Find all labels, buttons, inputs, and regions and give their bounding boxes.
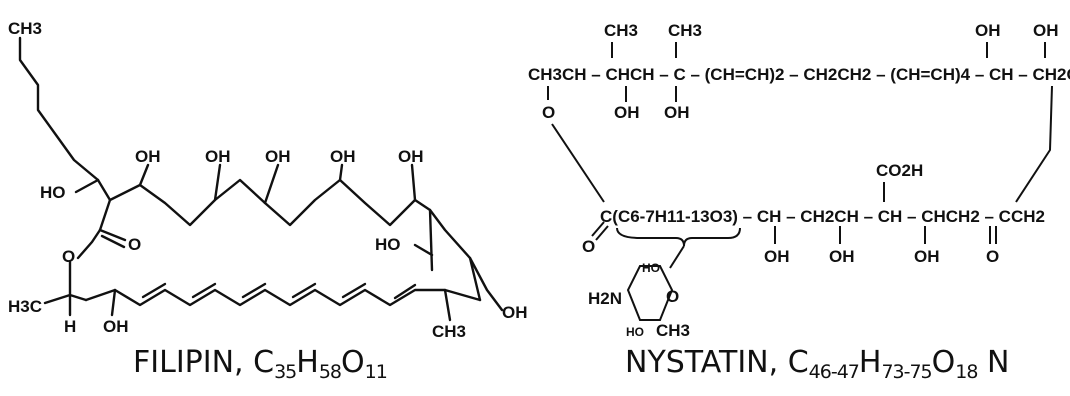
nystatin-oh-top1: OH [975, 21, 1001, 40]
filipin-oh-2: OH [205, 147, 231, 166]
bond-right-side [428, 208, 434, 272]
filipin-h3c: H3C [8, 297, 42, 316]
filipin-ho-left: HO [40, 183, 66, 202]
bond-oh5 [410, 163, 417, 202]
filipin-polyene [84, 288, 482, 307]
nystatin-top-chain: CH3CH – CHCH – C – (CH=CH)2 – CH2CH2 – (… [528, 65, 1070, 84]
nystatin-lower-chain: C(C6-7H11-13O3) – CH – CH2CH – CH – CHCH… [600, 207, 1045, 226]
sugar-ring [626, 265, 674, 321]
filipin-carbonyl-o: O [128, 235, 141, 254]
filipin-c-count: 35 [274, 361, 297, 383]
bond-oh3 [263, 163, 280, 205]
nystatin-o-keto: O [986, 247, 999, 266]
nystatin-ch3-a: CH3 [604, 21, 638, 40]
nystatin-caption: NYSTATIN, C46-47H73-75O18 N [625, 345, 1010, 383]
nystatin-ch3-b: CH3 [668, 21, 702, 40]
sugar-bracket [616, 227, 741, 247]
bond-ho-right [413, 243, 434, 257]
sugar-ho-bottom: HO [626, 325, 644, 339]
bond-carbonyl-nys [591, 221, 609, 241]
nystatin-c-count: 46-47 [808, 361, 860, 383]
db5 [341, 282, 367, 299]
sugar-ho-top: HO [642, 261, 660, 275]
filipin-oh-1: OH [135, 147, 161, 166]
bond-sugar-link [669, 245, 685, 269]
nystatin-oh-l2: OH [829, 247, 855, 266]
filipin-top-backbone [108, 178, 482, 302]
filipin-ch3-top: CH3 [8, 19, 42, 38]
filipin-h: H [64, 317, 76, 336]
bond-o-lower [551, 123, 605, 203]
bond-oh2 [213, 163, 222, 202]
filipin-h-count: 58 [318, 361, 342, 383]
nystatin-oh-top2: OH [1033, 21, 1059, 40]
bond-h3c [43, 293, 72, 305]
db6 [393, 283, 417, 300]
filipin-o-count: 11 [364, 361, 388, 383]
bond-carbonyl-2 [100, 234, 126, 249]
filipin-oh-right: OH [502, 303, 528, 322]
nystatin-name: NYSTATIN [625, 345, 769, 380]
nystatin-oh-l3: OH [914, 247, 940, 266]
bond-carbonyl [98, 228, 127, 242]
filipin-caption: FILIPIN, C35H58O11 [133, 345, 388, 383]
bond-oh-right [468, 256, 504, 312]
bond-oh-bottom [110, 288, 117, 317]
nystatin-o-carbonyl: O [582, 237, 595, 256]
db1 [141, 282, 167, 299]
nystatin-h-count: 73-75 [881, 361, 932, 383]
db3 [241, 282, 267, 299]
sugar-h2n: H2N [588, 289, 622, 308]
filipin-oh-3: OH [265, 147, 291, 166]
filipin-name: FILIPIN [133, 345, 235, 380]
nystatin-o-link: O [542, 103, 555, 122]
nystatin-oh-l1: OH [764, 247, 790, 266]
filipin-oh-4: OH [330, 147, 356, 166]
sugar-o: O [666, 287, 679, 306]
filipin-ch3-bottom: CH3 [432, 322, 466, 341]
filipin-ho-bond [74, 178, 100, 194]
nystatin-n: N [987, 345, 1010, 380]
filipin-oh-bottom: OH [103, 317, 129, 336]
bond-ring-right [1015, 85, 1053, 203]
filipin-ho-right: HO [375, 235, 401, 254]
bond-keto [989, 226, 997, 244]
db4 [291, 282, 317, 299]
bond-ch3-bottom [443, 288, 452, 322]
nystatin-oh-a: OH [614, 103, 640, 122]
filipin-oh-5: OH [398, 147, 424, 166]
nystatin-co2h: CO2H [876, 161, 923, 180]
db2 [191, 282, 217, 299]
filipin-ring-o: O [62, 247, 75, 266]
bond-oh1 [138, 163, 150, 187]
sugar-ch3: CH3 [656, 321, 690, 340]
bond-ester [76, 228, 102, 260]
bond-oh4 [338, 163, 344, 182]
nystatin-oh-b: OH [664, 103, 690, 122]
nystatin-o-count: 18 [955, 361, 978, 383]
filipin-pentyl-chain [18, 36, 112, 232]
